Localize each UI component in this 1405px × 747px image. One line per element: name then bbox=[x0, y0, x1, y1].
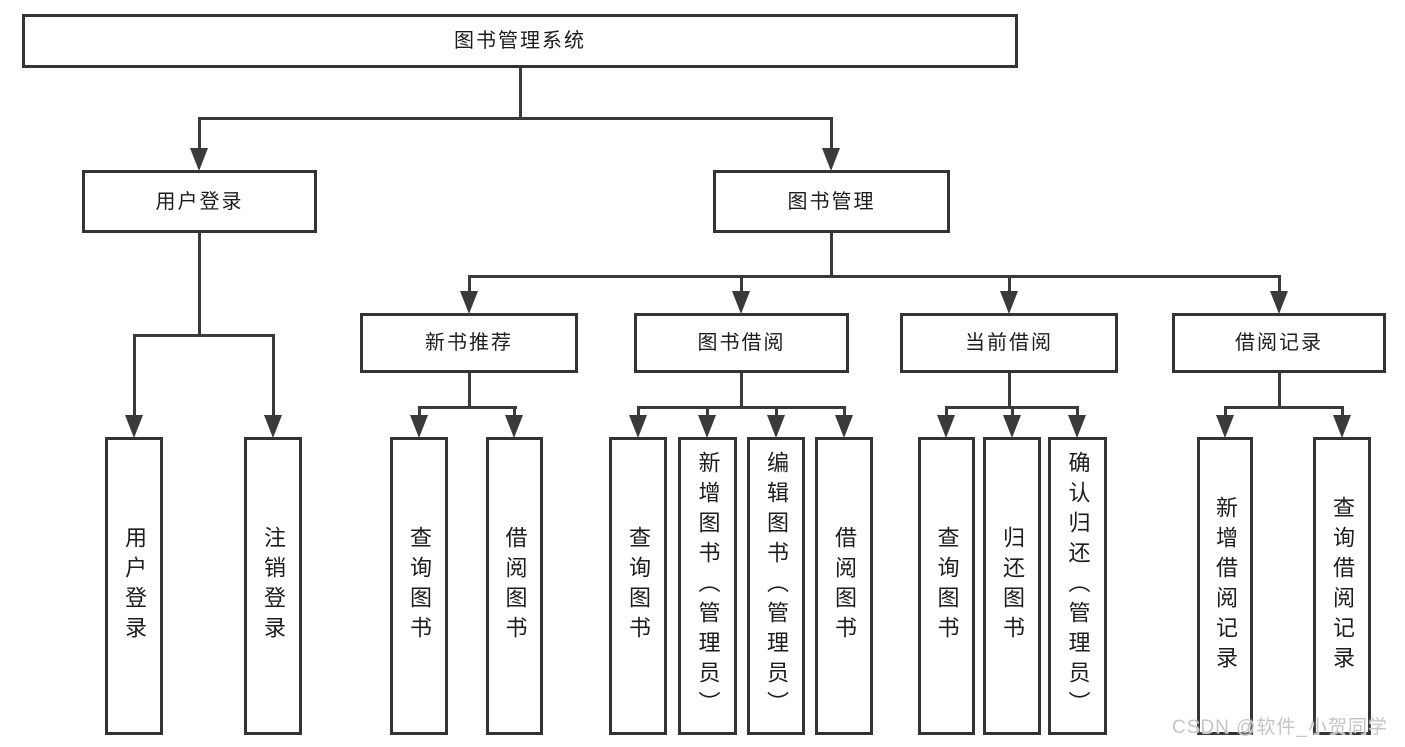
connector-line bbox=[418, 406, 421, 418]
arrow-down-icon bbox=[629, 415, 647, 438]
leaf-logout: 注销登录 bbox=[244, 437, 302, 735]
connector-line bbox=[198, 233, 201, 337]
arrow-down-icon bbox=[1003, 415, 1021, 438]
connector-line bbox=[706, 406, 709, 418]
node-borrowing-records: 借阅记录 bbox=[1172, 313, 1386, 373]
connector-line bbox=[133, 334, 136, 416]
leaf-user-login: 用户登录 bbox=[105, 437, 163, 735]
leaf-borrow-books-recommend: 借阅图书 bbox=[486, 437, 543, 735]
arrow-down-icon bbox=[835, 415, 853, 438]
connector-line bbox=[775, 406, 778, 418]
node-root: 图书管理系统 bbox=[22, 14, 1018, 68]
connector-line bbox=[1341, 406, 1344, 418]
node-book-management: 图书管理 bbox=[713, 170, 950, 233]
arrow-down-icon bbox=[1068, 415, 1086, 438]
node-user-login: 用户登录 bbox=[82, 170, 317, 233]
leaf-add-borrow-record: 新增借阅记录 bbox=[1197, 437, 1253, 735]
csdn-watermark: CSDN @软件_小贺同学 bbox=[1172, 717, 1388, 738]
connector-line bbox=[843, 406, 846, 418]
arrow-down-icon bbox=[822, 148, 840, 171]
arrow-down-icon bbox=[410, 415, 428, 438]
connector-line bbox=[468, 275, 1281, 278]
connector-line bbox=[830, 233, 833, 278]
arrow-down-icon bbox=[1000, 291, 1018, 314]
leaf-return-books: 归还图书 bbox=[983, 437, 1041, 735]
connector-line bbox=[519, 68, 522, 120]
connector-line bbox=[198, 117, 833, 120]
arrow-down-icon bbox=[1270, 291, 1288, 314]
arrow-down-icon bbox=[1216, 415, 1234, 438]
arrow-down-icon bbox=[264, 415, 282, 438]
leaf-add-books-admin: 新增图书（管理员） bbox=[678, 437, 737, 735]
connector-line bbox=[740, 373, 743, 409]
node-book-borrowing: 图书借阅 bbox=[634, 313, 849, 373]
leaf-query-books-current: 查询图书 bbox=[918, 437, 975, 735]
arrow-down-icon bbox=[732, 291, 750, 314]
connector-line bbox=[637, 406, 846, 409]
connector-line bbox=[1278, 275, 1281, 293]
leaf-query-books-borrowing: 查询图书 bbox=[609, 437, 667, 735]
connector-line bbox=[637, 406, 640, 418]
arrow-down-icon bbox=[698, 415, 716, 438]
connector-line bbox=[468, 275, 471, 293]
leaf-query-borrow-record: 查询借阅记录 bbox=[1313, 437, 1371, 735]
connector-line bbox=[1011, 406, 1014, 418]
arrow-down-icon bbox=[190, 148, 208, 171]
arrow-down-icon bbox=[460, 291, 478, 314]
leaf-borrow-books-borrowing: 借阅图书 bbox=[815, 437, 873, 735]
arrow-down-icon bbox=[505, 415, 523, 438]
node-new-book-recommendation: 新书推荐 bbox=[360, 313, 578, 373]
arrow-down-icon bbox=[937, 415, 955, 438]
connector-line bbox=[1008, 373, 1011, 409]
leaf-edit-books-admin: 编辑图书（管理员） bbox=[747, 437, 805, 735]
connector-line bbox=[1076, 406, 1079, 418]
node-current-borrowing: 当前借阅 bbox=[900, 313, 1118, 373]
arrow-down-icon bbox=[125, 415, 143, 438]
connector-line bbox=[1278, 373, 1281, 409]
connector-line bbox=[468, 373, 471, 409]
connector-line bbox=[945, 406, 948, 418]
connector-line bbox=[1224, 406, 1344, 409]
connector-line bbox=[418, 406, 517, 409]
connector-line bbox=[198, 117, 201, 150]
arrow-down-icon bbox=[767, 415, 785, 438]
arrow-down-icon bbox=[1333, 415, 1351, 438]
leaf-confirm-return-admin: 确认归还（管理员） bbox=[1048, 437, 1107, 735]
connector-line bbox=[830, 117, 833, 150]
connector-line bbox=[513, 406, 516, 418]
connector-line bbox=[272, 334, 275, 416]
connector-line bbox=[133, 334, 275, 337]
connector-line bbox=[740, 275, 743, 293]
connector-line bbox=[1008, 275, 1011, 293]
leaf-query-books-recommend: 查询图书 bbox=[390, 437, 448, 735]
connector-line bbox=[1224, 406, 1227, 418]
